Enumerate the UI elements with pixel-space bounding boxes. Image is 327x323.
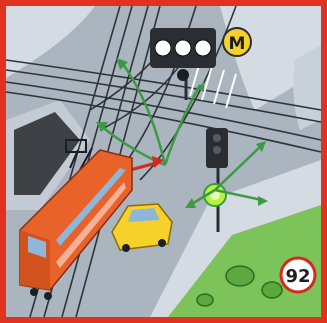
metro-sign-icon: M: [223, 28, 251, 56]
bush: [226, 266, 254, 286]
bush: [197, 294, 213, 306]
bush: [262, 282, 282, 298]
metro-sign-letter: M: [229, 34, 246, 54]
route-number: 92: [285, 266, 310, 287]
route-number-icon: 92: [281, 258, 315, 292]
